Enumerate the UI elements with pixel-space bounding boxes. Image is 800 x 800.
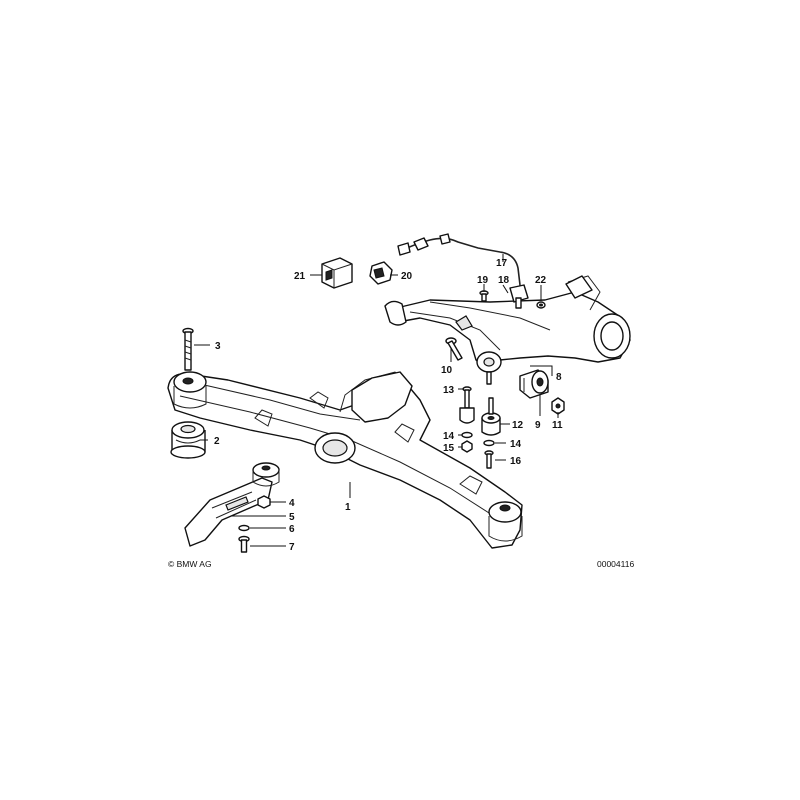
clip-22: [536, 301, 546, 309]
callout-10: 10: [441, 365, 453, 376]
callout-13: 13: [443, 385, 455, 396]
speed-sensor: [509, 284, 529, 309]
callout-2: 2: [214, 436, 220, 447]
rubber-block-21: [321, 257, 353, 289]
rubber-bushing: [519, 369, 549, 399]
bolt-16: [484, 450, 494, 469]
callouts: 1 2 3 4 5 6 7 8 9 10 11 12 13 14 14 15 1…: [214, 258, 563, 553]
rubber-mount: [170, 421, 206, 459]
washer-14-right: [483, 439, 495, 447]
nut-4: [257, 495, 271, 509]
nut-11: [551, 397, 565, 415]
rear-axle-carrier: [167, 371, 523, 549]
copyright-label: © BMW AG: [168, 559, 212, 569]
callout-6: 6: [289, 524, 295, 535]
callout-22: 22: [535, 275, 547, 286]
washer-6: [238, 524, 250, 532]
callout-11: 11: [552, 420, 563, 431]
callout-21: 21: [294, 271, 306, 282]
nut-15: [461, 440, 473, 453]
diagram-id-label: 00004116: [597, 559, 634, 569]
washer-14-left: [461, 431, 473, 439]
callout-14-left: 14: [443, 431, 455, 442]
callout-9: 9: [535, 420, 541, 431]
bolt-10: [445, 337, 463, 361]
rubber-mount-12: [481, 397, 501, 436]
callout-4: 4: [289, 498, 295, 509]
callout-8: 8: [556, 372, 562, 383]
bolt-7: [238, 535, 250, 553]
callout-1: 1: [345, 502, 351, 513]
screw-19: [479, 290, 489, 302]
callout-19: 19: [477, 275, 489, 286]
stud-13: [459, 386, 475, 424]
callout-15: 15: [443, 443, 455, 454]
callout-16: 16: [510, 456, 522, 467]
callout-20: 20: [401, 271, 413, 282]
callout-18: 18: [498, 275, 510, 286]
sensor-cable: [397, 233, 523, 296]
callout-14-right: 14: [510, 439, 522, 450]
callout-5: 5: [289, 512, 295, 523]
bolt-long: [182, 327, 194, 371]
leader-lines: [194, 254, 559, 547]
callout-3: 3: [215, 341, 221, 352]
callout-7: 7: [289, 542, 295, 553]
trailing-arm: [384, 275, 631, 385]
callout-17: 17: [496, 258, 508, 269]
bracket-20: [369, 261, 393, 285]
callout-12: 12: [512, 420, 524, 431]
support-bracket: [184, 462, 280, 547]
